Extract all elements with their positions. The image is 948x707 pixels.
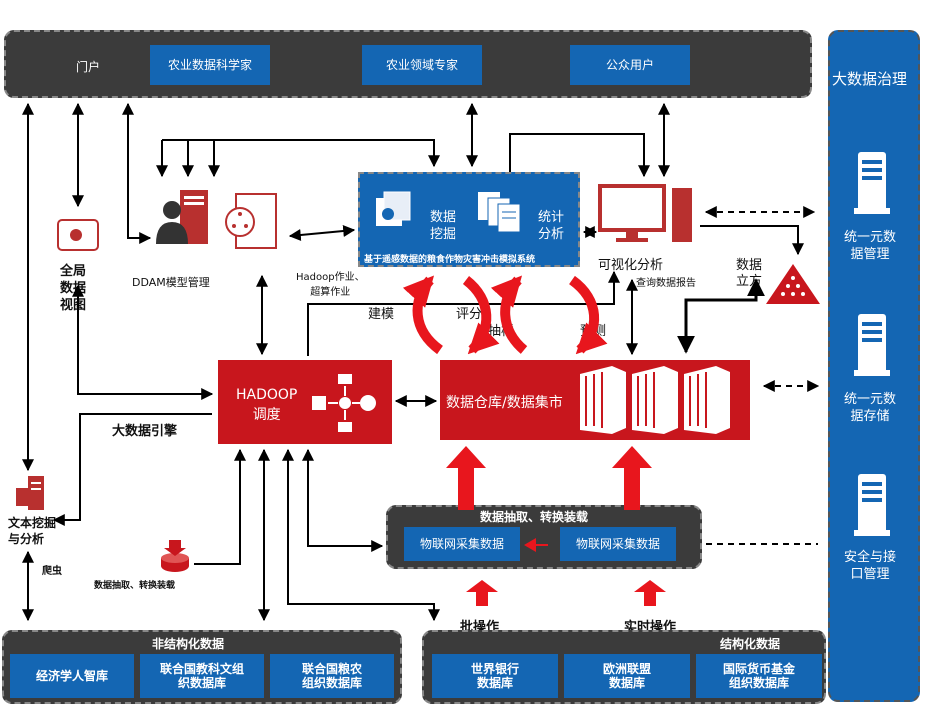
system-title: 基于遥感数据的粮食作物灾害冲击模拟系统 <box>364 255 536 265</box>
connector <box>194 448 246 565</box>
flow-curve-scoring <box>462 276 500 355</box>
governance-item-security: 安全与接 口管理 <box>844 550 897 582</box>
governance-item-meta-storage: 统一元数 据存储 <box>844 392 897 424</box>
text-mining-label: 文本挖掘 与分析 <box>8 516 57 546</box>
connector <box>52 413 212 526</box>
mining-label: 数据 挖掘 <box>430 210 457 242</box>
flow-modeling: 建模 <box>368 307 395 322</box>
flow-scoring: 评分 <box>456 307 483 322</box>
red-arrow <box>446 446 486 510</box>
etl-small-label: 数据抽取、转换装载 <box>94 581 176 591</box>
network-icon <box>222 192 282 256</box>
source-eiu[interactable]: 经济学人智库 <box>10 654 134 698</box>
bigdata-engine-label: 大数据引擎 <box>112 424 178 439</box>
connector <box>288 225 356 241</box>
query-report-label: 查询数据报告 <box>636 278 696 289</box>
tablet-icon <box>54 216 102 260</box>
connector <box>700 225 804 256</box>
connector <box>307 270 620 356</box>
red-arrow <box>634 580 666 606</box>
governance-item-meta-mgmt: 统一元数 据管理 <box>844 230 897 262</box>
connector <box>77 340 214 400</box>
user-domain-expert[interactable]: 农业领域专家 <box>362 45 482 85</box>
source-world-bank[interactable]: 世界银行 数据库 <box>432 654 558 698</box>
source-unesco[interactable]: 联合国教科文组 织数据库 <box>140 654 264 698</box>
connector <box>677 278 765 354</box>
connector <box>282 448 440 622</box>
governance-title: 大数据治理 <box>832 70 908 88</box>
connector <box>302 448 384 552</box>
server-rack-icon <box>576 364 746 440</box>
text-mining-icon <box>10 474 50 518</box>
crawler-label: 爬虫 <box>42 566 62 577</box>
monitor-icon <box>598 182 698 252</box>
ddam-label: DDAM模型管理 <box>132 276 210 289</box>
etl-title: 数据抽取、转换装载 <box>480 510 589 524</box>
flow-curve-modeling <box>402 275 444 355</box>
red-arrow <box>612 446 652 510</box>
source-fao[interactable]: 联合国粮农 组织数据库 <box>270 654 394 698</box>
server-icon <box>848 148 898 222</box>
iot-data-box-2[interactable]: 物联网采集数据 <box>560 527 676 561</box>
pyramid-icon <box>764 262 822 312</box>
data-stack-icon <box>372 190 416 236</box>
server-icon <box>848 470 898 544</box>
portal-label: 门户 <box>76 60 101 74</box>
source-eu[interactable]: 欧洲联盟 数据库 <box>564 654 690 698</box>
database-download-icon <box>158 538 192 578</box>
source-imf[interactable]: 国际货币基金 组织数据库 <box>696 654 822 698</box>
visual-label: 可视化分析 <box>598 258 664 273</box>
connector <box>509 133 650 178</box>
scheduler-icon <box>310 372 382 440</box>
ddam-icon <box>150 188 220 252</box>
server-icon <box>848 310 898 384</box>
structured-title: 结构化数据 <box>720 637 781 651</box>
hadoop-label: HADOOP 调度 <box>236 387 298 423</box>
connector <box>122 102 152 244</box>
red-arrow <box>466 580 498 606</box>
flow-curve-sampling <box>490 275 528 354</box>
red-arrow <box>524 538 548 552</box>
stats-label: 统计 分析 <box>538 210 565 242</box>
warehouse-label: 数据仓库/数据集市 <box>446 395 563 411</box>
unstructured-title: 非结构化数据 <box>152 637 225 651</box>
user-data-scientist[interactable]: 农业数据科学家 <box>150 45 270 85</box>
flow-curve-prediction <box>568 275 608 355</box>
user-public[interactable]: 公众用户 <box>570 45 690 85</box>
hadoop-job-label: Hadoop作业、 超算作业 <box>296 272 365 298</box>
documents-icon <box>474 188 526 238</box>
connector <box>162 139 440 168</box>
